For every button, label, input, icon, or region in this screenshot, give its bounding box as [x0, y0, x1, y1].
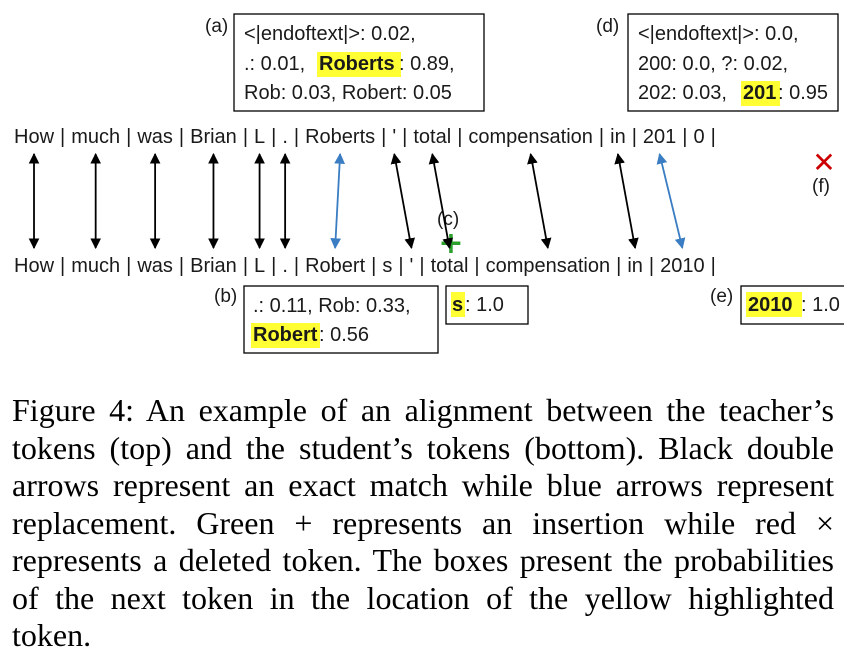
teacher-token: compensation — [468, 126, 593, 148]
token-separator: | — [60, 126, 65, 148]
token-separator: | — [419, 255, 424, 277]
token-separator: | — [243, 126, 248, 148]
teacher-token: How — [14, 126, 55, 148]
student-token: Robert — [305, 255, 365, 277]
token-separator: | — [179, 255, 184, 277]
token-separator: | — [711, 126, 716, 148]
box-a-line2-post: : 0.89, — [399, 53, 455, 75]
box-e-highlight: 2010 — [748, 294, 793, 316]
student-token: much — [71, 255, 120, 277]
teacher-token: L — [254, 126, 265, 148]
student-token: . — [282, 255, 288, 277]
token-separator: | — [711, 255, 716, 277]
token-separator: | — [474, 255, 479, 277]
box-a-line1: <|endoftext|>: 0.02, — [244, 23, 416, 45]
teacher-token: was — [136, 126, 173, 148]
highlight-e — [746, 292, 802, 317]
student-token: s — [382, 255, 392, 277]
student-token: compensation — [486, 255, 611, 277]
token-separator: | — [243, 255, 248, 277]
student-token: Brian — [190, 255, 237, 277]
box-c — [445, 285, 529, 325]
box-d-line1: <|endoftext|>: 0.0, — [638, 23, 799, 45]
highlight-b — [251, 323, 320, 348]
token-separator: | — [649, 255, 654, 277]
student-token: How — [14, 255, 55, 277]
student-token-row: How|much|was|Brian|L|.|Robert|s|'|total|… — [14, 255, 716, 277]
box-d-highlight: 201 — [743, 82, 776, 104]
box-d-line3-post: : 0.95 — [778, 82, 828, 104]
exact-match-arrow — [614, 152, 639, 250]
token-separator: | — [381, 126, 386, 148]
teacher-token: . — [282, 126, 288, 148]
teacher-token: much — [71, 126, 120, 148]
teacher-token: total — [413, 126, 451, 148]
alignment-diagram: (a) <|endoftext|>: 0.02, .: 0.01, Robert… — [14, 13, 844, 354]
highlight-d — [741, 81, 780, 106]
teacher-token: 0 — [693, 126, 704, 148]
label-e: (e) — [710, 286, 733, 307]
box-d-line2: 200: 0.0, ?: 0.02, — [638, 53, 788, 75]
student-token: in — [627, 255, 643, 277]
student-token: 2010 — [660, 255, 705, 277]
box-a — [233, 13, 485, 112]
label-b: (b) — [214, 286, 237, 307]
student-token: ' — [410, 255, 414, 277]
box-c-post: : 1.0 — [465, 294, 504, 316]
token-separator: | — [271, 255, 276, 277]
token-separator: | — [616, 255, 621, 277]
token-separator: | — [294, 255, 299, 277]
token-separator: | — [457, 126, 462, 148]
exact-match-arrow — [527, 152, 552, 250]
label-d: (d) — [596, 16, 619, 37]
highlight-a — [317, 52, 401, 77]
box-a-highlight: Roberts — [319, 53, 395, 75]
box-c-highlight: s — [452, 294, 463, 316]
token-separator: | — [632, 126, 637, 148]
box-d-line3-pre: 202: 0.03, — [638, 82, 727, 104]
replace-arrow — [656, 152, 686, 250]
token-separator: | — [60, 255, 65, 277]
teacher-token: ' — [392, 126, 396, 148]
token-separator: | — [402, 126, 407, 148]
teacher-token: 201 — [643, 126, 676, 148]
token-separator: | — [398, 255, 403, 277]
token-separator: | — [179, 126, 184, 148]
teacher-token: Roberts — [305, 126, 375, 148]
box-a-line2-pre: .: 0.01, — [244, 53, 305, 75]
label-f: (f) — [812, 176, 830, 197]
box-a-line3: Rob: 0.03, Robert: 0.05 — [244, 82, 452, 104]
student-token: total — [431, 255, 469, 277]
teacher-token-row: How|much|was|Brian|L|.|Roberts|'|total|c… — [14, 126, 716, 148]
replace-arrow — [330, 152, 346, 250]
token-separator: | — [599, 126, 604, 148]
teacher-token: in — [610, 126, 626, 148]
token-separator: | — [126, 126, 131, 148]
student-token: was — [136, 255, 173, 277]
box-b-line1: .: 0.11, Rob: 0.33, — [253, 295, 411, 317]
token-separator: | — [271, 126, 276, 148]
student-token: L — [254, 255, 265, 277]
box-d — [627, 13, 839, 112]
exact-match-arrow — [390, 152, 416, 250]
label-a: (a) — [205, 16, 228, 37]
token-separator: | — [294, 126, 299, 148]
exact-match-arrow — [428, 152, 454, 250]
box-e-post: : 1.0 — [801, 294, 840, 316]
box-e — [740, 285, 844, 325]
figure-caption: Figure 4: An example of an alignment bet… — [12, 392, 834, 653]
box-b — [243, 285, 439, 354]
box-b-highlight: Robert — [253, 324, 318, 346]
alignment-arrows — [28, 152, 686, 250]
token-separator: | — [682, 126, 687, 148]
token-separator: | — [371, 255, 376, 277]
teacher-token: Brian — [190, 126, 237, 148]
token-separator: | — [126, 255, 131, 277]
highlight-c — [451, 292, 465, 317]
delete-x-icon: ✕ — [812, 146, 835, 179]
box-b-line2-post: : 0.56 — [319, 324, 369, 346]
